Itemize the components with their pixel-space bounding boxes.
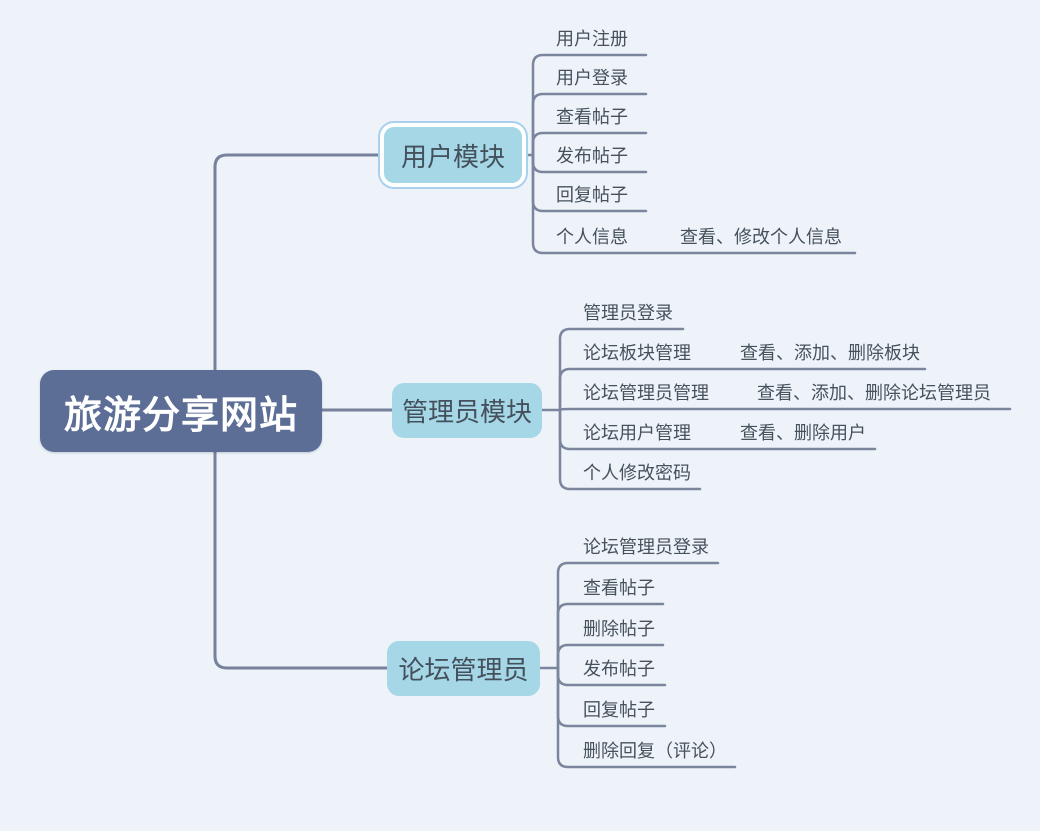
branch-topic-user-module[interactable]: 用户模块 [384, 127, 522, 183]
forum-admin-child-wire [556, 561, 720, 670]
admin-child-wire [558, 408, 702, 491]
subtopic-board-management[interactable]: 论坛板块管理 [583, 343, 691, 364]
subtopic-user-register[interactable]: 用户注册 [556, 29, 628, 50]
subtopic-user-login[interactable]: 用户登录 [556, 68, 628, 89]
subtopic-reply-posts[interactable]: 回复帖子 [556, 185, 628, 206]
user-child-wire [531, 53, 648, 157]
subtopic-forum-user-management[interactable]: 论坛用户管理 [583, 423, 691, 444]
subtopic-forum-admin-management-detail[interactable]: 查看、添加、删除论坛管理员 [757, 383, 991, 404]
forum-admin-child-wire [556, 602, 665, 670]
forum-admin-child-wire [556, 666, 737, 769]
branch-topic-admin-module[interactable]: 管理员模块 [392, 383, 542, 438]
root-topic[interactable]: 旅游分享网站 [40, 370, 322, 452]
subtopic-forum-admin-management[interactable]: 论坛管理员管理 [583, 383, 709, 404]
subtopic-fa-reply-posts[interactable]: 回复帖子 [583, 700, 655, 721]
user-child-wire [531, 153, 857, 255]
subtopic-personal-info-detail[interactable]: 查看、修改个人信息 [680, 227, 842, 248]
subtopic-change-password[interactable]: 个人修改密码 [583, 463, 691, 484]
subtopic-publish-posts[interactable]: 发布帖子 [556, 146, 628, 167]
subtopic-admin-login[interactable]: 管理员登录 [583, 303, 673, 324]
subtopic-fa-view-posts[interactable]: 查看帖子 [583, 578, 655, 599]
subtopic-personal-info[interactable]: 个人信息 [556, 227, 628, 248]
admin-child-wire [558, 367, 927, 412]
forum-admin-child-wire [556, 643, 665, 670]
subtopic-fa-delete-posts[interactable]: 删除帖子 [583, 619, 655, 640]
subtopic-forum-user-management-detail[interactable]: 查看、删除用户 [740, 423, 866, 444]
admin-child-wire [558, 327, 685, 412]
subtopic-view-posts[interactable]: 查看帖子 [556, 107, 628, 128]
subtopic-fa-publish-posts[interactable]: 发布帖子 [583, 659, 655, 680]
subtopic-board-management-detail[interactable]: 查看、添加、删除板块 [740, 343, 920, 364]
branch-topic-forum-admin[interactable]: 论坛管理员 [387, 641, 540, 696]
user-child-wire [531, 131, 648, 157]
subtopic-forum-admin-login[interactable]: 论坛管理员登录 [583, 537, 709, 558]
admin-child-wire [558, 407, 1012, 412]
user-child-wire [531, 92, 648, 157]
subtopic-fa-delete-replies[interactable]: 删除回复（评论） [583, 741, 727, 762]
